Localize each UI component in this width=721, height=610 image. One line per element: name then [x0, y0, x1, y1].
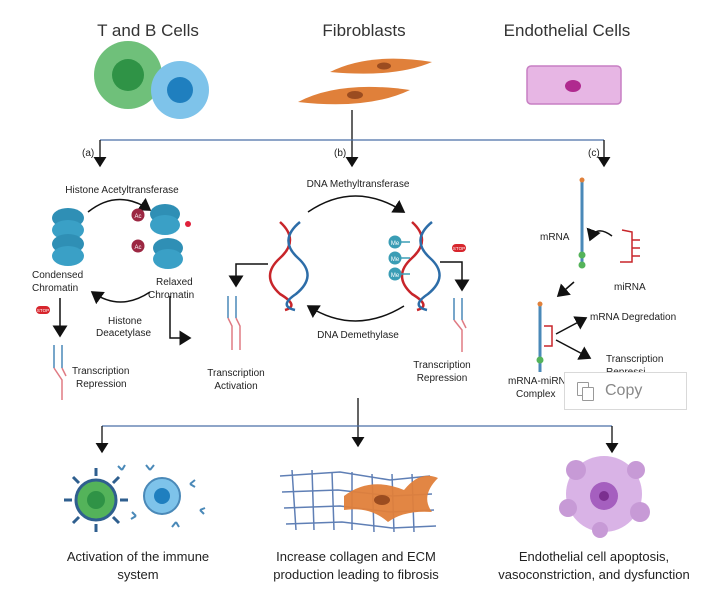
heading-endothelial-cells: Endothelial Cells: [504, 21, 631, 40]
translation-repression-arrow: [555, 339, 592, 360]
copy-button-label: Copy: [605, 382, 643, 399]
dna-helix-right-icon: [400, 221, 441, 312]
repressed-gene-icon-b: [453, 298, 467, 352]
mrna-mirna-complex-icon: [536, 301, 553, 372]
transcription-activation-1: Transcription: [207, 368, 264, 379]
heading-fibroblasts: Fibroblasts: [322, 21, 405, 40]
transcription-repression-b-1: Transcription: [413, 360, 470, 371]
relaxed-label-1: Relaxed: [156, 277, 193, 288]
mrna-strand-icon: [578, 177, 586, 269]
transcription-activation-2: Activation: [214, 381, 257, 392]
dna-helix-left-icon: [268, 221, 309, 312]
acetyl-tag-label-1: Ac: [134, 214, 141, 220]
transcription-repression-a-2: Repression: [76, 379, 127, 390]
acetyl-tag-label-2: Ac: [134, 245, 141, 251]
stop-sign-label-b: STOP: [453, 246, 465, 251]
outcome-endothelial-line-2: vasoconstriction, and dysfunction: [498, 567, 690, 582]
copy-icon: [577, 382, 594, 401]
degradation-arrow: [555, 316, 588, 335]
stop-sign-label: STOP: [37, 308, 49, 313]
complex-label-2: Complex: [516, 389, 555, 400]
top-branch-connector: [93, 110, 611, 168]
condensed-label-2: Chromatin: [32, 283, 78, 294]
transcription-repression-b-2: Repression: [417, 373, 468, 384]
methylation-arrow: [307, 195, 406, 213]
activation-arrow-a: [169, 296, 192, 346]
heading-tb-cells: T and B Cells: [97, 21, 199, 40]
stop-sign-icon-b: [452, 244, 466, 252]
copy-button[interactable]: Copy: [564, 372, 687, 410]
fibrosis-collagen-icon: [279, 469, 438, 533]
mrna-degradation-label: mRNA Degredation: [590, 312, 676, 323]
activation-arrow-b: [228, 263, 268, 288]
b-cell-icon: [151, 61, 209, 119]
mirna-icon: [620, 229, 640, 263]
outcome-fibrosis-line-2: production leading to fibrosis: [273, 567, 439, 582]
histone-acetyltransferase-label: Histone Acetyltransferase: [65, 185, 179, 196]
outcome-immune-line-2: system: [117, 567, 158, 582]
methyl-tag-label-3: Me: [391, 273, 400, 279]
transcription-label-c: Transcription: [606, 354, 663, 365]
deacetylation-arrow: [90, 291, 151, 305]
apoptotic-endothelial-cell-icon: [559, 456, 650, 538]
deacetylase-label-1: Histone: [108, 316, 142, 327]
condensed-chromatin-icon: [52, 208, 84, 266]
mirna-label: miRNA: [614, 282, 646, 293]
bottom-branch-connector: [95, 398, 619, 454]
repression-arrow-b: [440, 261, 470, 292]
t-cell-icon: [94, 41, 162, 109]
stop-sign-icon: [36, 306, 50, 314]
condensed-label-1: Condensed: [32, 270, 83, 281]
active-gene-icon-b: [227, 296, 241, 350]
deacetylase-label-2: Deacetylase: [96, 328, 151, 339]
panel-c-letter: (c): [588, 148, 600, 159]
methyl-tag-label-1: Me: [391, 241, 400, 247]
dna-demethylase-label: DNA Demethylase: [317, 330, 399, 341]
mirna-binding-arrow: [586, 227, 613, 242]
fibroblast-cells-icon: [298, 58, 432, 105]
acetylation-arrow: [87, 197, 152, 213]
demethylation-arrow: [306, 305, 405, 322]
outcome-immune-line-1: Activation of the immune: [67, 549, 209, 564]
dna-methyltransferase-label: DNA Methyltransferase: [307, 179, 410, 190]
panel-b-letter: (b): [334, 148, 346, 159]
methyl-tag-label-2: Me: [391, 257, 400, 263]
complex-label-1: mRNA-miRN: [508, 376, 566, 387]
complex-formation-arrow: [556, 281, 575, 297]
outcome-fibrosis-line-1: Increase collagen and ECM: [276, 549, 436, 564]
relaxed-chromatin-icon: [131, 204, 191, 269]
repressed-gene-icon-a: [53, 345, 67, 400]
panel-a-letter: (a): [82, 148, 94, 159]
relaxed-label-2: Chromatin: [148, 290, 194, 301]
activated-immune-cells-icon: [64, 464, 206, 532]
endothelial-cell-icon: [526, 65, 622, 105]
transcription-repression-a-1: Transcription: [72, 366, 129, 377]
mrna-label: mRNA: [540, 232, 570, 243]
methyl-group-icons: [388, 235, 410, 281]
outcome-endothelial-line-1: Endothelial cell apoptosis,: [519, 549, 669, 564]
